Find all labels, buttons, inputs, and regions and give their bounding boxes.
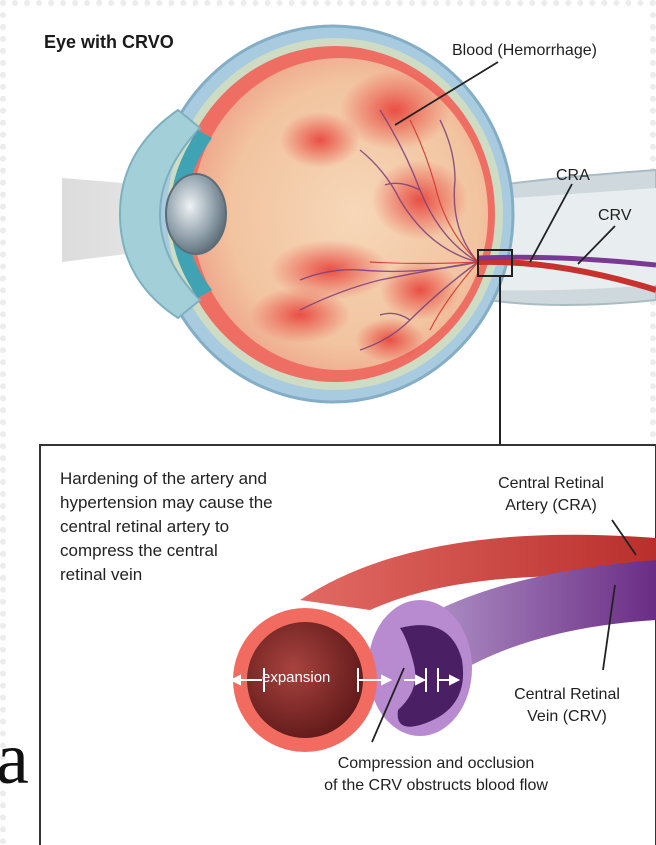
artery-label-line: Central Retinal [476,473,626,495]
artery-label-line: Artery (CRA) [476,495,626,517]
note-line: hypertension may cause the [60,491,360,515]
note-line: central retinal artery to [60,515,360,539]
expansion-label: expansion [262,669,330,686]
slide-letter: a [0,722,29,796]
crv-label: CRV [598,205,632,227]
blood-hemorrhage-label: Blood (Hemorrhage) [452,40,597,62]
hemorrhage [280,112,360,168]
compression-label-line: Compression and occlusion [276,753,596,775]
lens [166,174,226,254]
vein-label-line: Vein (CRV) [492,706,642,728]
hemorrhage [355,318,425,362]
central-retinal-artery-label: Central Retinal Artery (CRA) [476,473,626,517]
vein-label-line: Central Retinal [492,684,642,706]
explanation-text: Hardening of the artery and hypertension… [60,467,360,587]
figure-title: Eye with CRVO [44,32,174,53]
cra-label: CRA [556,165,590,187]
note-line: Hardening of the artery and [60,467,360,491]
compression-label: Compression and occlusion of the CRV obs… [276,753,596,797]
note-line: retinal vein [60,563,360,587]
central-retinal-vein-label: Central Retinal Vein (CRV) [492,684,642,728]
note-line: compress the central [60,539,360,563]
compression-label-line: of the CRV obstructs blood flow [276,775,596,797]
hemorrhage [250,287,350,343]
